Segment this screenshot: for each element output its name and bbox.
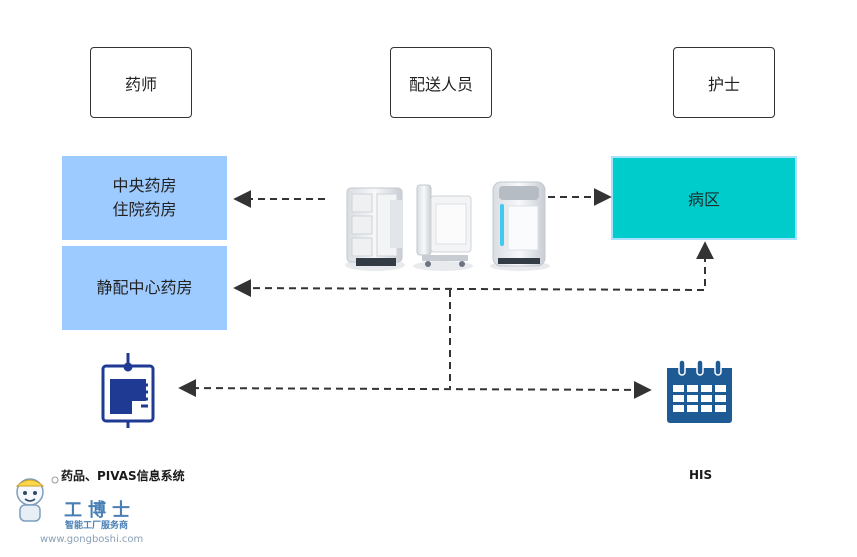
delivery-robot-cabinet (345, 187, 405, 271)
calendar-icon (667, 359, 732, 423)
his-caption: HIS (689, 468, 713, 482)
watermark-brand: 工博士 (64, 500, 136, 521)
pivas-pharmacy-label: 静配中心药房 (96, 278, 193, 297)
central-pharmacy-label: 中央药房 (112, 176, 177, 195)
arrow-system-to-his (178, 379, 652, 399)
ward-label: 病区 (687, 190, 720, 209)
iv-bag-icon (101, 353, 155, 428)
mascot-icon (15, 476, 59, 522)
watermark-logo: 工博士 智能工厂服务商 www.gongboshi.com (8, 474, 188, 554)
inpatient-pharmacy-label: 住院药房 (112, 200, 177, 219)
watermark-tagline: 智能工厂服务商 (65, 521, 129, 531)
pivas-pharmacy-box: 静配中心药房 (62, 246, 227, 330)
delivery-staff-label: 配送人员 (408, 74, 473, 94)
ward-box: 病区 (611, 156, 797, 240)
central-inpatient-pharmacy-box: 中央药房 住院药房 (62, 156, 227, 240)
delivery-robot-tall (490, 181, 550, 271)
pharmacist-label: 药师 (124, 74, 157, 94)
watermark-url: www.gongboshi.com (40, 534, 144, 545)
nurse-box: 护士 (673, 47, 775, 118)
pharmacy-system-caption: 药品、PIVAS信息系统 (61, 469, 185, 483)
pharmacist-box: 药师 (90, 47, 192, 118)
arrow-pivas-ward-route (233, 241, 714, 298)
delivery-robot-cart (413, 184, 473, 271)
nurse-label: 护士 (707, 74, 740, 94)
delivery-staff-box: 配送人员 (390, 47, 492, 118)
